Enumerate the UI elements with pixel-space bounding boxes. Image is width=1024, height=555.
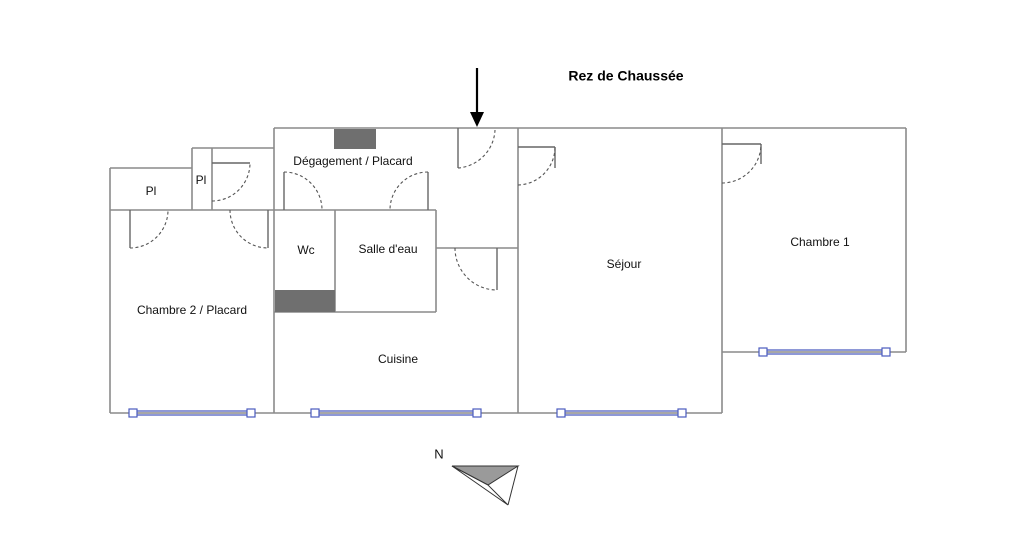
- window-chambre2: [128, 408, 256, 418]
- plan-title: Rez de Chaussée: [568, 68, 683, 84]
- entrance-arrow-icon: [470, 68, 484, 127]
- room-label-chambre1: Chambre 1: [790, 235, 850, 249]
- doors: [129, 128, 762, 291]
- chambre2-door-icon: [229, 209, 269, 249]
- room-label-degagement: Dégagement / Placard: [293, 154, 412, 168]
- room-label-pl-small: Pl: [196, 173, 207, 187]
- sejour-door-icon: [517, 146, 556, 186]
- window-sejour: [556, 408, 687, 418]
- windows: [128, 347, 891, 418]
- chambre1-door-icon: [721, 143, 762, 184]
- room-label-cuisine: Cuisine: [378, 352, 418, 366]
- pl-left-door-icon: [129, 209, 169, 249]
- room-label-chambre2: Chambre 2 / Placard: [137, 303, 247, 317]
- pl-small-door-icon: [211, 162, 251, 202]
- cuisine-door-icon: [454, 247, 498, 291]
- walls: [109, 127, 907, 414]
- room-label-pl-left: Pl: [146, 184, 157, 198]
- compass-label: N: [434, 446, 443, 461]
- wc-door-icon: [283, 171, 323, 211]
- window-cuisine: [310, 408, 482, 418]
- salle-eau-door-icon: [389, 171, 429, 211]
- room-label-salle-eau: Salle d'eau: [358, 242, 417, 256]
- room-label-wc: Wc: [297, 243, 314, 257]
- cupboard-degagement: [334, 129, 376, 149]
- compass-icon: N: [434, 446, 520, 506]
- room-label-sejour: Séjour: [607, 257, 642, 271]
- entrance-door-icon: [457, 128, 496, 169]
- window-chambre1: [758, 347, 891, 357]
- cupboard-wc: [275, 290, 335, 312]
